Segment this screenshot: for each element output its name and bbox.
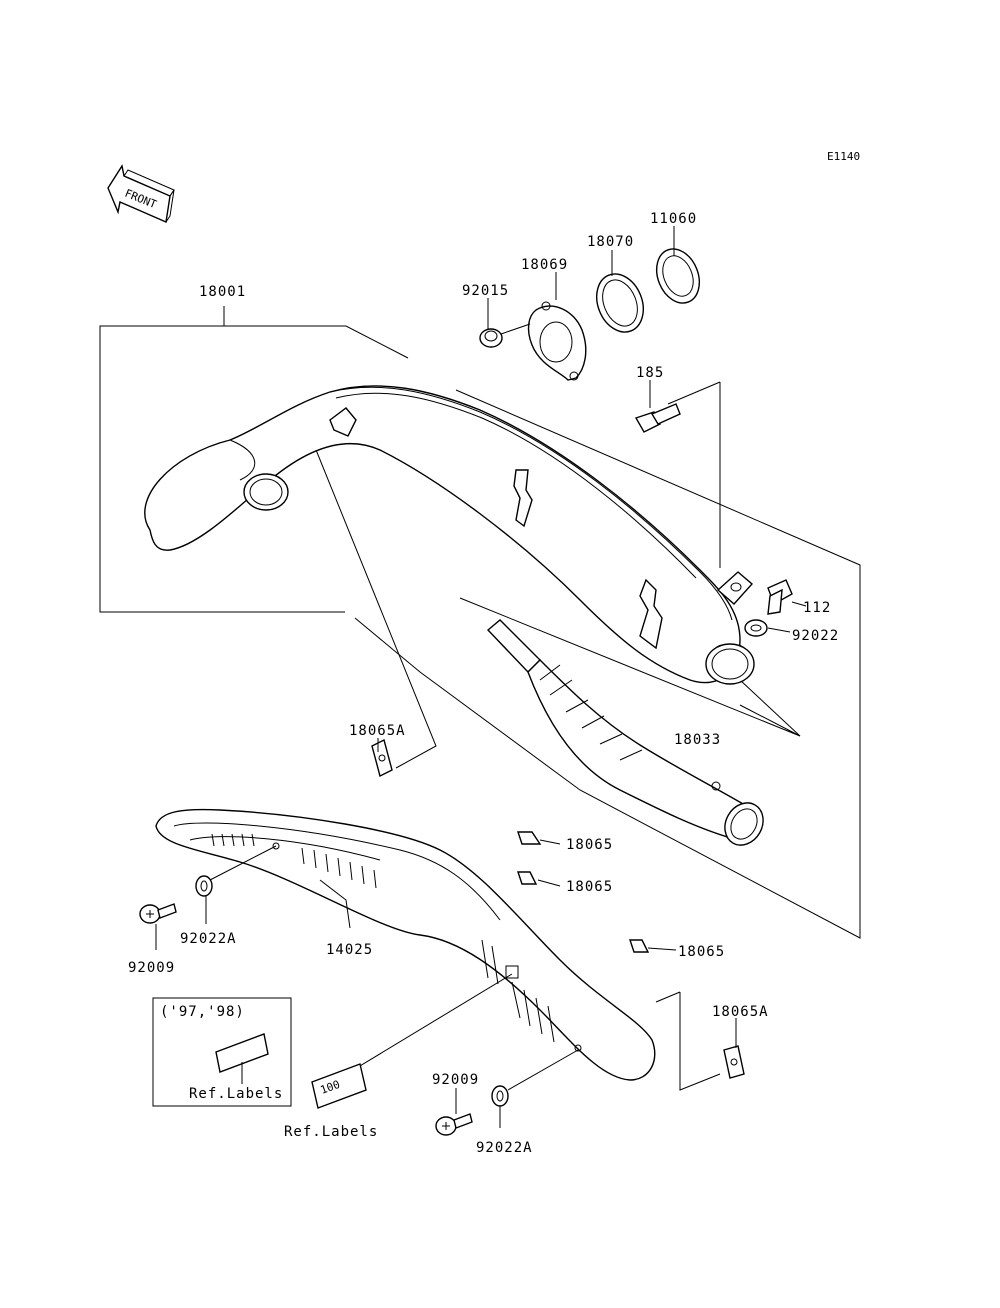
badge-text: 100 (319, 1078, 342, 1097)
diagram-code: E1140 (827, 150, 860, 163)
label-92009-bottom: 92009 (432, 1072, 479, 1088)
inset-ref-labels: Ref.Labels (189, 1086, 283, 1102)
washer-92022 (744, 619, 768, 637)
label-18065a-top: 18065A (349, 723, 406, 739)
label-92022a-left: 92022A (180, 931, 237, 947)
screw-92009-left (139, 903, 177, 924)
inset-years-label: ('97,'98) (160, 1004, 245, 1020)
washer-92022a-bottom (491, 1085, 509, 1107)
spark-arrester-18033 (486, 619, 764, 846)
exhaust-pipe-18001 (144, 385, 755, 685)
clip-18065-3 (629, 939, 650, 953)
gasket-11060 (655, 248, 701, 304)
inset-box-97-98: ('97,'98) Ref.Labels (152, 997, 292, 1107)
label-92015: 92015 (462, 283, 509, 299)
flange-18069 (527, 301, 587, 381)
label-18070: 18070 (587, 234, 634, 250)
label-18065-3: 18065 (678, 944, 725, 960)
nut-92015 (479, 328, 503, 348)
washer-92022a-left (195, 875, 213, 897)
label-18065-2: 18065 (566, 879, 613, 895)
label-18069: 18069 (521, 257, 568, 273)
label-112: 112 (803, 600, 831, 616)
bolt-185 (634, 403, 681, 433)
label-18033: 18033 (674, 732, 721, 748)
label-92022a-bottom: 92022A (476, 1140, 533, 1156)
bolt-112 (767, 579, 793, 615)
label-185: 185 (636, 365, 664, 381)
leader-lines (155, 226, 807, 1128)
label-92009-left: 92009 (128, 960, 175, 976)
clip-18065-1 (517, 831, 542, 845)
front-arrow-icon: FRONT (107, 164, 175, 224)
ref-label-badge: 100 Ref.Labels (284, 1063, 378, 1140)
reference-lines (99, 306, 861, 1091)
clip-18065a-top (371, 738, 393, 778)
label-92022: 92022 (792, 628, 839, 644)
screw-92009-bottom (435, 1113, 473, 1136)
clamp-ring-18070 (596, 273, 644, 333)
label-18065a-bottom: 18065A (712, 1004, 769, 1020)
label-18001: 18001 (199, 284, 246, 300)
heat-guard-14025 (155, 808, 656, 1081)
label-14025: 14025 (326, 942, 373, 958)
clip-18065-2 (517, 871, 538, 885)
label-18065-1: 18065 (566, 837, 613, 853)
bottom-ref-labels: Ref.Labels (284, 1124, 378, 1140)
label-11060: 11060 (650, 211, 697, 227)
clip-18065a-bottom (723, 1045, 745, 1079)
